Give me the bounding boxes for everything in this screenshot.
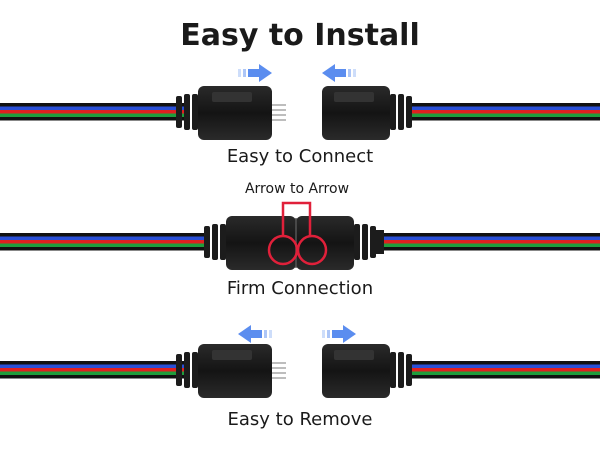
wire-bundle-left <box>0 361 190 379</box>
page-title: Easy to Install <box>180 18 420 53</box>
row-remove <box>0 325 600 398</box>
row-firm-connection <box>0 201 600 270</box>
arrow-right-icon <box>322 325 356 343</box>
row-connect <box>0 64 600 140</box>
caption-easy-to-remove: Easy to Remove <box>227 409 373 430</box>
arrow-left-icon <box>238 325 272 343</box>
wire-bundle-right <box>412 361 600 379</box>
caption-firm-connection: Firm Connection <box>226 278 374 299</box>
callout-label: Arrow to Arrow <box>244 181 350 197</box>
caption-easy-to-connect: Easy to Connect <box>226 146 374 167</box>
wire-bundle-left <box>0 103 190 121</box>
arrow-right-icon <box>238 64 272 82</box>
arrow-to-arrow-callout <box>267 201 328 266</box>
arrow-left-icon <box>322 64 356 82</box>
wire-bundle-right <box>412 103 600 121</box>
male-connector <box>176 344 286 398</box>
female-connector <box>322 86 412 140</box>
male-connector <box>176 86 286 140</box>
female-connector <box>322 344 412 398</box>
wire-bundle-left <box>0 233 210 251</box>
wire-bundle-right <box>382 233 600 251</box>
